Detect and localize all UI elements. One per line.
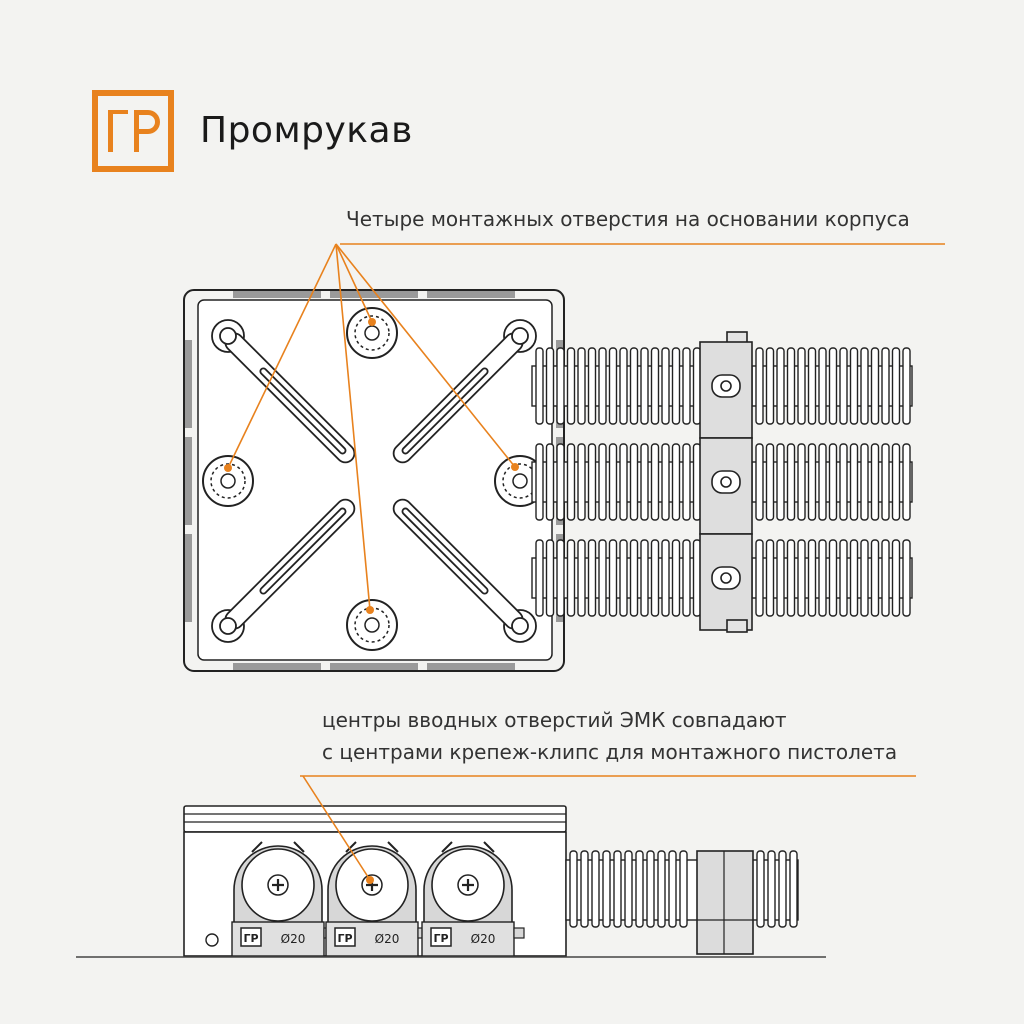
- top-view: [183, 243, 945, 672]
- clip-logo-mark: ГР: [337, 932, 352, 945]
- clip-logo-mark: ГР: [433, 932, 448, 945]
- side-view: ГР Ø20 ГР Ø20 ГР Ø20: [76, 775, 916, 958]
- brand-name: Промрукав: [200, 110, 413, 151]
- clip-logo-mark: ГР: [243, 932, 258, 945]
- leader-lines-bottom: [300, 775, 916, 881]
- caption-mounting-holes: Четыре монтажных отверстия на основании …: [346, 207, 910, 231]
- corrugated-pipe-1: [531, 347, 913, 425]
- clip-size-label: Ø20: [471, 932, 496, 946]
- mounting-hole-left: [202, 455, 254, 507]
- mounting-clip-1: ГР Ø20: [231, 841, 335, 957]
- clip-size-label: Ø20: [281, 932, 306, 946]
- corrugated-pipe-3: [531, 539, 913, 617]
- brand-logo: [92, 90, 174, 172]
- pipe-clips-top: [699, 331, 753, 633]
- corrugated-pipe-side: [565, 850, 799, 928]
- corrugated-pipes: [531, 347, 913, 617]
- mounting-clip-2: ГР Ø20: [325, 841, 429, 957]
- clip-size-label: Ø20: [375, 932, 400, 946]
- caption-entry-centers: центры вводных отверстий ЭМК совпадают с…: [322, 704, 897, 768]
- mounting-clip-3: ГР Ø20: [421, 841, 525, 957]
- leader-lines-top: [227, 243, 945, 611]
- mounting-hole-top: [346, 307, 398, 359]
- caption-entry-centers-line1: центры вводных отверстий ЭМК совпадают: [322, 708, 787, 732]
- caption-entry-centers-line2: с центрами крепеж-клипс для монтажного п…: [322, 740, 898, 764]
- corrugated-pipe-2: [531, 443, 913, 521]
